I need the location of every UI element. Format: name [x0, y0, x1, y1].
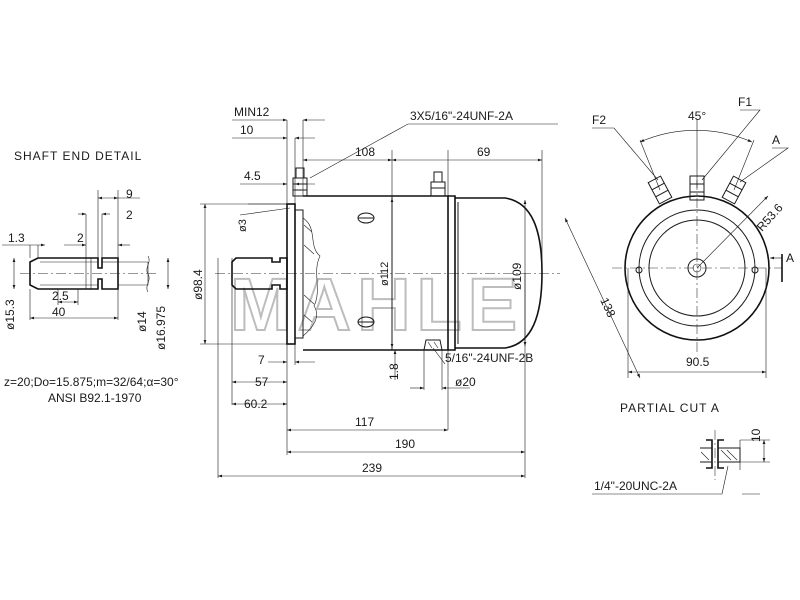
dim-dia-20: ø20 — [455, 375, 476, 389]
dim-4-5: 4.5 — [244, 169, 261, 183]
dim-10-cut: 10 — [749, 428, 763, 442]
partial-cut-a-view: PARTIAL CUT A 10 1/4"-20UNC-2A — [592, 401, 770, 495]
dim-69: 69 — [477, 145, 491, 159]
motor-side-view: MIN12 10 4.5 ø3 108 69 ø98.4 ø112 ø109 7… — [191, 105, 560, 478]
dim-108: 108 — [355, 145, 375, 159]
section-a-label: A — [786, 251, 794, 265]
dim-min12: MIN12 — [234, 105, 270, 119]
dim-90-5: 90.5 — [686, 355, 710, 369]
dim-2-5: 2.5 — [52, 289, 69, 303]
dim-dia-112: ø112 — [379, 262, 391, 286]
dim-dia-3: ø3 — [237, 219, 249, 232]
dim-57: 57 — [255, 375, 269, 389]
mahle-watermark: MAHLE — [230, 263, 523, 346]
mount-hole-thread-spec: 1/4"-20UNC-2A — [594, 479, 677, 493]
partial-cut-label: PARTIAL CUT A — [620, 401, 720, 415]
terminal-f1-label: F1 — [738, 95, 752, 109]
angle-45: 45° — [688, 109, 706, 123]
dim-dia-15-3: ø15.3 — [3, 299, 17, 330]
dim-7: 7 — [258, 353, 265, 367]
dim-138: 138 — [597, 295, 618, 319]
dim-1-8: 1.8 — [387, 363, 401, 380]
dim-10-side: 10 — [240, 123, 254, 137]
dim-dia-109: ø109 — [510, 262, 524, 290]
shaft-end-detail-label: SHAFT END DETAIL — [14, 149, 142, 163]
dim-60-2: 60.2 — [244, 397, 268, 411]
motor-end-view: F2 F1 A 45° R53.6 138 90.5 A — [564, 95, 794, 379]
dim-dia-16-975: ø16.975 — [154, 306, 168, 350]
dim-239: 239 — [362, 461, 382, 475]
terminal-a-label: A — [772, 133, 780, 147]
spline-spec-line2: ANSI B92.1-1970 — [48, 391, 142, 405]
dim-dia-14: ø14 — [135, 311, 149, 332]
shaft-end-detail-view: SHAFT END DETAIL — [2, 149, 179, 405]
dim-117: 117 — [355, 415, 374, 429]
dim-190: 190 — [395, 437, 415, 451]
spline-spec-line1: z=20;Do=15.875;m=32/64;α=30° — [4, 375, 179, 389]
terminal-thread-spec: 3X5/16"-24UNF-2A — [410, 109, 513, 123]
dim-2-mid: 2 — [126, 208, 133, 222]
dim-40: 40 — [52, 305, 66, 319]
bottom-port-thread-spec: 5/16"-24UNF-2B — [445, 351, 533, 365]
dim-1-3: 1.3 — [8, 231, 25, 245]
terminal-f2-label: F2 — [592, 113, 606, 127]
dim-dia-98-4: ø98.4 — [191, 269, 205, 300]
dim-2-top: 2 — [77, 231, 84, 245]
dim-9: 9 — [126, 187, 133, 201]
